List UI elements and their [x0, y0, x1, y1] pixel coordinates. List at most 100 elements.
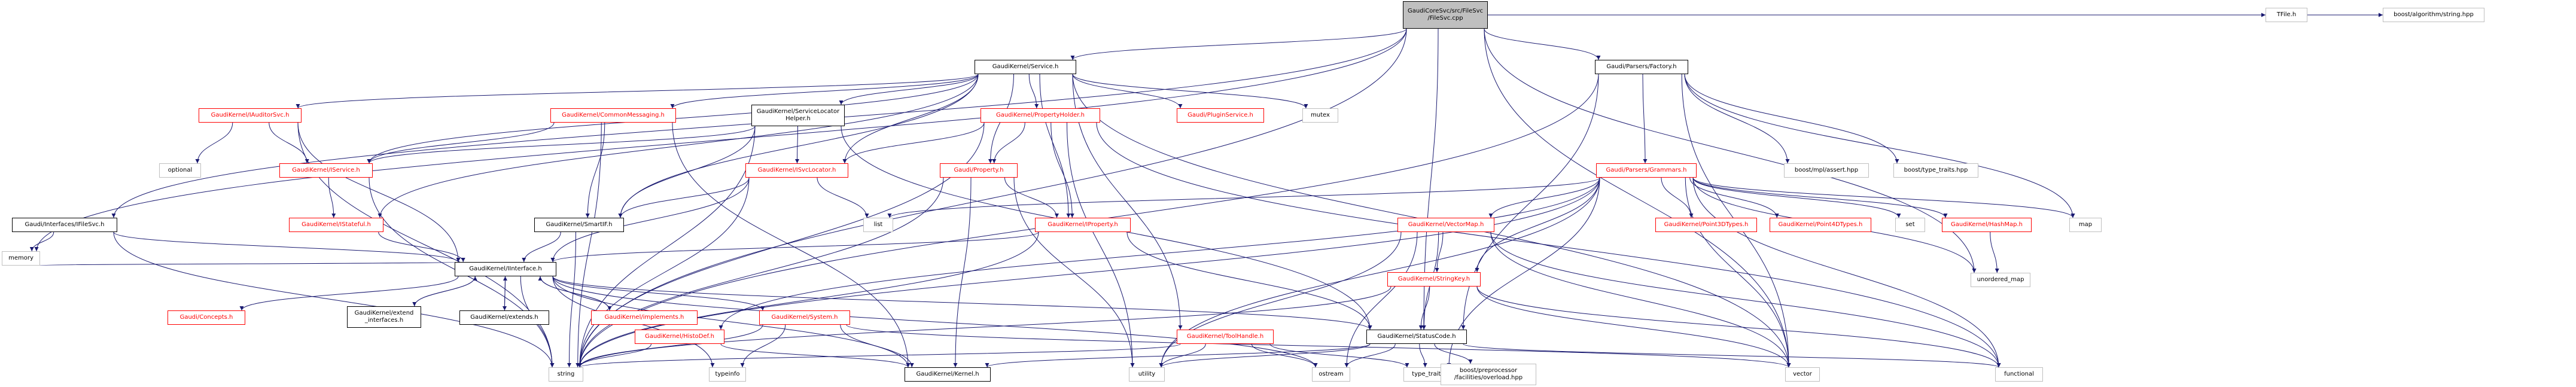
node-istateful[interactable]: GaudiKernel/IStateful.h	[289, 218, 383, 232]
edge-propertyholder-to-utility	[1067, 122, 1135, 368]
edge-commonmessaging-to-smartif	[585, 122, 605, 218]
edge-commonmessaging-to-kernel-h	[672, 122, 911, 368]
edge-service-h-to-propertyholder	[1028, 74, 1039, 109]
edge-statuscode-to-functional	[1463, 343, 2001, 368]
node-property-h[interactable]: Gaudi/Property.h	[940, 163, 1018, 178]
node-list: list	[863, 218, 893, 232]
edge-stringkey-to-functional	[1476, 286, 2001, 368]
node-iinterface[interactable]: GaudiKernel/IInterface.h	[455, 262, 556, 276]
node-typetraits-hpp: boost/type_traits.hpp	[1893, 163, 1978, 178]
node-point4d[interactable]: GaudiKernel/Point4DTypes.h	[1770, 218, 1871, 232]
edge-iproperty-to-statuscode	[1126, 231, 1372, 330]
edge-grammars-to-point3d	[1661, 177, 1694, 218]
node-stringkey[interactable]: GaudiKernel/StringKey.h	[1387, 272, 1481, 287]
edge-service-h-to-ipluginservice	[1072, 74, 1183, 109]
edge-iinterface-to-kernel-h	[552, 276, 911, 368]
edge-commonmessaging-to-string	[576, 122, 602, 368]
node-mplassert: boost/mpl/assert.hpp	[1784, 163, 1869, 178]
edge-statuscode-to-kernel-h	[985, 343, 1371, 368]
edge-commonmessaging-to-iservice	[367, 122, 555, 164]
edge-factory-h-to-mplassert	[1684, 74, 1790, 164]
edge-factory-h-to-typetraits-hpp	[1684, 74, 1899, 164]
edge-servicelocatorhelper-to-isvclocator	[795, 126, 800, 164]
node-unordered-map: unordered_map	[1971, 273, 2030, 287]
node-ifilesvc[interactable]: Gaudi/Interfaces/IFileSvc.h	[12, 218, 117, 232]
edge-vectormap-to-ostream	[1344, 231, 1418, 368]
node-extend-interfaces[interactable]: GaudiKernel/extend_interfaces.h	[347, 306, 421, 328]
node-commonmessaging[interactable]: GaudiKernel/CommonMessaging.h	[550, 108, 676, 123]
node-smartif[interactable]: GaudiKernel/SmartIF.h	[534, 218, 624, 232]
edge-property-h-to-iproperty	[1004, 177, 1059, 218]
node-isvclocator[interactable]: GaudiKernel/ISvcLocator.h	[745, 163, 848, 178]
edge-grammars-to-functional	[1692, 177, 2001, 368]
node-memory: memory	[2, 251, 40, 266]
edge-hashmap-to-unordered-map	[1990, 231, 1999, 273]
edge-service-h-to-istateful	[377, 74, 979, 218]
edge-histodef-to-kernel-h	[720, 343, 911, 368]
edge-service-h-to-smartif	[618, 74, 979, 218]
edge-system-h-to-kernel-h	[840, 324, 914, 368]
edge-iproperty-to-iinterface	[550, 231, 1039, 263]
node-vectormap[interactable]: GaudiKernel/VectorMap.h	[1397, 218, 1494, 232]
node-point3d[interactable]: GaudiKernel/Point3DTypes.h	[1655, 218, 1757, 232]
node-hashmap[interactable]: GaudiKernel/HashMap.h	[1942, 218, 2032, 232]
node-toolhandle[interactable]: GaudiKernel/ToolHandle.h	[1177, 330, 1274, 344]
node-histodef[interactable]: GaudiKernel/HistoDef.h	[635, 330, 724, 344]
edge-statuscode-to-type-traits	[1419, 343, 1427, 368]
node-iproperty[interactable]: GaudiKernel/IProperty.h	[1035, 218, 1131, 232]
node-service-h[interactable]: GaudiKernel/Service.h	[975, 60, 1076, 74]
node-functional: functional	[1995, 367, 2043, 382]
node-propertyholder[interactable]: GaudiKernel/PropertyHolder.h	[981, 108, 1100, 123]
edge-root-to-unordered-map	[1484, 28, 1977, 273]
edge-service-h-to-iproperty	[1039, 74, 1071, 218]
node-iservice[interactable]: GaudiKernel/IService.h	[279, 163, 373, 178]
edge-toolhandle-to-type-traits	[1269, 343, 1409, 368]
node-extends[interactable]: GaudiKernel/extends.h	[459, 310, 549, 325]
edge-service-h-to-iauditorsvc	[296, 74, 979, 109]
node-set: set	[1895, 218, 1925, 232]
edge-iservice-to-istateful	[328, 177, 336, 218]
edge-isvclocator-to-string	[577, 177, 750, 368]
edge-factory-h-to-statuscode	[1461, 74, 1599, 330]
edge-grammars-to-point4d	[1689, 177, 1779, 218]
node-system-h[interactable]: GaudiKernel/System.h	[759, 310, 850, 325]
edge-ifilesvc-to-iinterface	[113, 231, 461, 263]
edge-servicelocatorhelper-to-iservice	[367, 126, 756, 164]
node-root[interactable]: GaudiCoreSvc/src/FileSvc/FileSvc.cpp	[1403, 1, 1488, 29]
node-factory-h[interactable]: Gaudi/Parsers/Factory.h	[1595, 60, 1688, 74]
edge-iauditorsvc-to-iservice	[269, 122, 309, 164]
edge-system-h-to-typeinfo	[740, 324, 786, 368]
edge-histodef-to-string	[577, 343, 651, 368]
edge-iproperty-to-string	[577, 231, 1039, 368]
edge-propertyholder-to-iproperty	[1051, 122, 1074, 218]
edge-iauditorsvc-to-optional	[195, 122, 233, 164]
node-kernel-h[interactable]: GaudiKernel/Kernel.h	[905, 367, 991, 382]
edge-property-h-to-string	[577, 177, 944, 368]
edge-vectormap-to-stringkey	[1435, 231, 1444, 273]
edge-extends-to-iinterface	[503, 276, 507, 311]
node-implements[interactable]: GaudiKernel/implements.h	[591, 310, 698, 325]
node-grammars[interactable]: Gaudi/Parsers/Grammars.h	[1596, 163, 1697, 178]
edge-service-h-to-servicelocatorhelper	[839, 74, 979, 105]
edge-propertyholder-to-isvclocator	[842, 122, 985, 164]
node-ipluginservice[interactable]: Gaudi/PluginService.h	[1177, 108, 1264, 123]
node-vector: vector	[1785, 367, 1820, 382]
edge-toolhandle-to-string	[577, 343, 1181, 368]
edge-grammars-to-list	[887, 177, 1600, 218]
node-optional: optional	[159, 163, 201, 178]
node-map: map	[2069, 218, 2102, 232]
node-string: string	[549, 367, 583, 382]
node-iauditorsvc[interactable]: GaudiKernel/IAuditorSvc.h	[199, 108, 302, 123]
node-concepts[interactable]: Gaudi/Concepts.h	[168, 310, 245, 325]
edge-servicelocatorhelper-to-string	[577, 126, 756, 368]
node-statuscode[interactable]: GaudiKernel/StatusCode.h	[1366, 330, 1467, 344]
edge-service-h-to-commonmessaging	[670, 74, 979, 109]
edge-ifilesvc-to-string	[113, 231, 555, 368]
edge-service-h-to-mutex	[1072, 74, 1308, 109]
edge-iauditorsvc-to-iinterface	[297, 122, 461, 263]
edge-grammars-to-stringkey	[1475, 177, 1600, 273]
edge-root-to-factory-h	[1484, 28, 1601, 60]
